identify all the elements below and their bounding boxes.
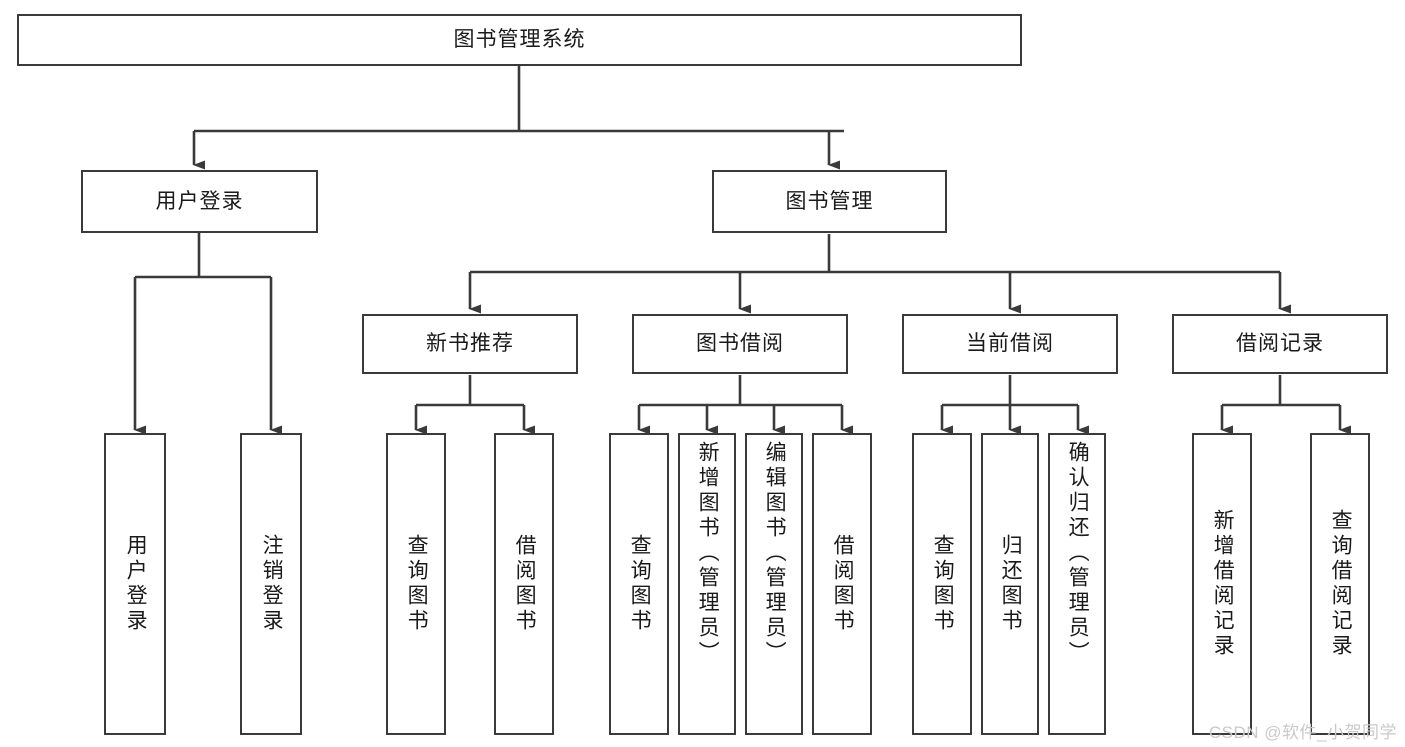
leaf-new-book-query-book[interactable]: 查询图书 bbox=[386, 433, 446, 735]
node-user-login[interactable]: 用户登录 bbox=[81, 170, 318, 233]
leaf-current-borrow-return-book[interactable]: 归还图书 bbox=[981, 433, 1039, 735]
leaf-new-book-borrow-book[interactable]: 借阅图书 bbox=[494, 433, 554, 735]
node-book-borrow[interactable]: 图书借阅 bbox=[632, 314, 848, 374]
node-borrow-record[interactable]: 借阅记录 bbox=[1172, 314, 1388, 374]
node-current-borrow[interactable]: 当前借阅 bbox=[902, 314, 1118, 374]
leaf-current-borrow-confirm-return-admin[interactable]: 确认归还（管理员） bbox=[1048, 433, 1106, 735]
node-root-book-management-system[interactable]: 图书管理系统 bbox=[17, 14, 1022, 66]
leaf-book-borrow-add-book-admin[interactable]: 新增图书（管理员） bbox=[678, 433, 736, 735]
leaf-borrow-record-add-record[interactable]: 新增借阅记录 bbox=[1192, 433, 1252, 735]
leaf-book-borrow-query-book[interactable]: 查询图书 bbox=[609, 433, 669, 735]
leaf-user-login-logout[interactable]: 注销登录 bbox=[240, 433, 302, 735]
leaf-book-borrow-borrow-book[interactable]: 借阅图书 bbox=[812, 433, 872, 735]
node-book-management[interactable]: 图书管理 bbox=[712, 170, 947, 233]
leaf-borrow-record-query-record[interactable]: 查询借阅记录 bbox=[1310, 433, 1370, 735]
leaf-current-borrow-query-book[interactable]: 查询图书 bbox=[912, 433, 972, 735]
leaf-user-login-login[interactable]: 用户登录 bbox=[104, 433, 166, 735]
leaf-book-borrow-edit-book-admin[interactable]: 编辑图书（管理员） bbox=[745, 433, 803, 735]
node-new-book-recommend[interactable]: 新书推荐 bbox=[362, 314, 578, 374]
